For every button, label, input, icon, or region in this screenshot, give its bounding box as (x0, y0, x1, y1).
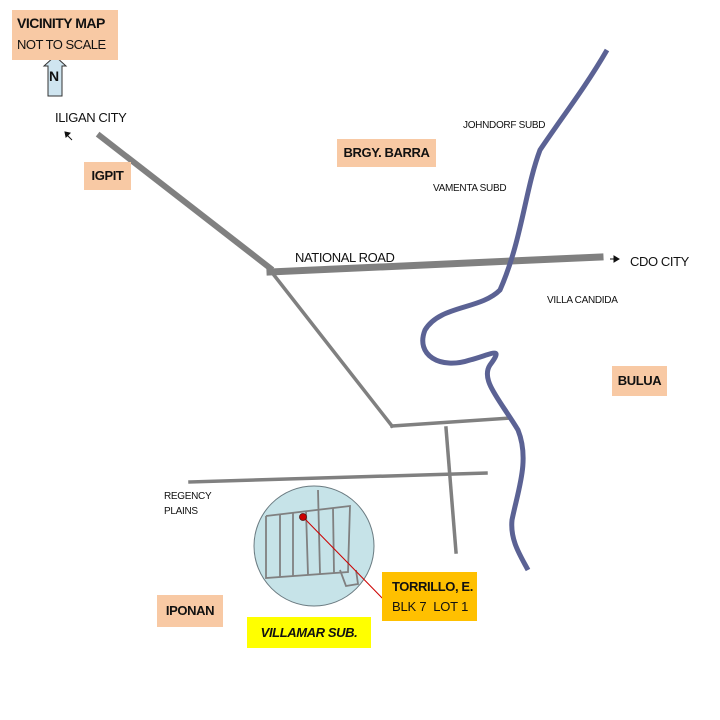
label-vamenta: VAMENTA SUBD (433, 183, 507, 194)
direction-arrows (64, 131, 620, 263)
national-road (266, 253, 604, 276)
lot-marker (299, 513, 307, 521)
label-cdo-city: CDO CITY (630, 254, 689, 269)
label-regency-plains: REGENCY PLAINS (164, 491, 212, 517)
north-arrow-icon (42, 55, 68, 97)
label-igpit: IGPIT (84, 162, 131, 190)
lot-owner: TORRILLO, E. (392, 579, 473, 594)
subdivision-area (253, 485, 375, 607)
label-bulua: BULUA (612, 366, 667, 396)
road-south (444, 426, 458, 554)
label-iponan: IPONAN (157, 595, 223, 627)
road-diagonal (267, 267, 395, 429)
label-national-road: NATIONAL ROAD (295, 250, 395, 265)
lot-info-box: TORRILLO, E. BLK 7 LOT 1 (382, 572, 477, 621)
label-iligan-city: ILIGAN CITY (55, 110, 127, 125)
road-iligan (95, 131, 275, 273)
river (420, 48, 610, 572)
roads (95, 131, 604, 554)
lot-location: BLK 7 LOT 1 (392, 599, 469, 614)
lot-pointer-line (303, 517, 389, 605)
label-villa-candida: VILLA CANDIDA (547, 295, 618, 306)
label-johndorf: JOHNDORF SUBD (463, 120, 546, 131)
label-brgy-barra: BRGY. BARRA (337, 139, 436, 167)
map-scale-note: NOT TO SCALE (17, 37, 106, 52)
road-east (390, 416, 512, 428)
label-villamar-subdivision: VILLAMAR SUB. (247, 617, 371, 648)
map-title: VICINITY MAP (17, 15, 105, 31)
subdivision-streets (265, 489, 360, 588)
road-regency (188, 471, 488, 484)
north-label: N (49, 68, 60, 84)
title-box: VICINITY MAP NOT TO SCALE (12, 10, 118, 60)
